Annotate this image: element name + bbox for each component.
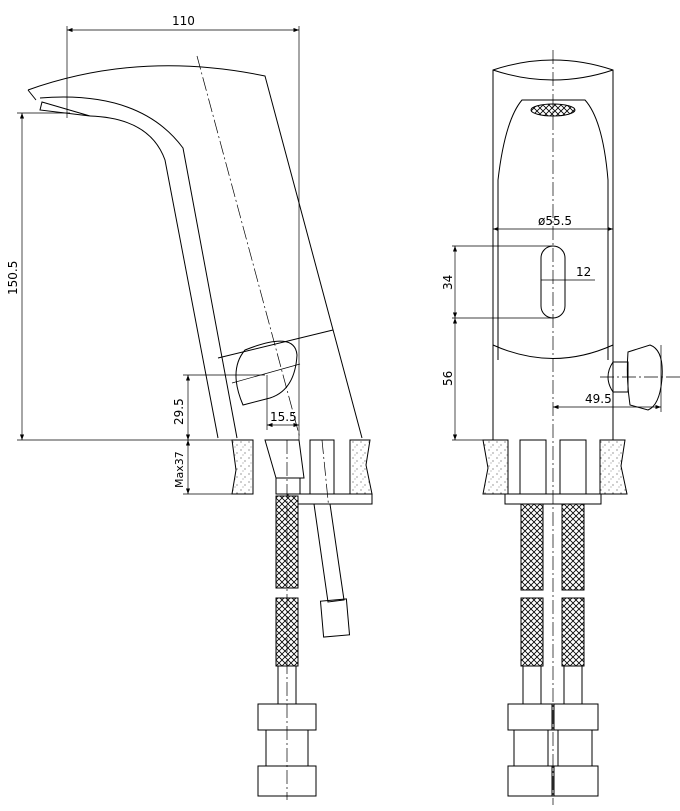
dim-56: 56 — [441, 371, 455, 386]
dim-49-5: 49.5 — [585, 392, 612, 406]
dim-150-5: 150.5 — [6, 261, 20, 295]
countertop-front — [482, 439, 628, 505]
lever-front — [626, 344, 663, 411]
hoses-side — [257, 440, 351, 800]
dim-29-5: 29.5 — [172, 398, 186, 425]
dim-diameter: ø55.5 — [538, 214, 572, 228]
dim-max37: Max37 — [173, 451, 186, 488]
dim-12: 12 — [576, 265, 591, 279]
countertop-side — [231, 439, 373, 521]
dimension-lines-side — [17, 26, 300, 495]
faucet-body-side — [27, 55, 363, 439]
hoses-front — [507, 503, 599, 797]
sensor-side — [235, 340, 298, 406]
dim-15-5: 15.5 — [270, 410, 297, 424]
dim-110: 110 — [172, 14, 195, 28]
front-view: ø55.5 12 34 56 49.5 — [441, 50, 680, 805]
dim-34: 34 — [441, 275, 455, 290]
faucet-body-front — [492, 50, 680, 805]
dimension-lines-front — [452, 226, 662, 441]
side-view: 110 150.5 29.5 15.5 Max37 — [6, 14, 373, 800]
